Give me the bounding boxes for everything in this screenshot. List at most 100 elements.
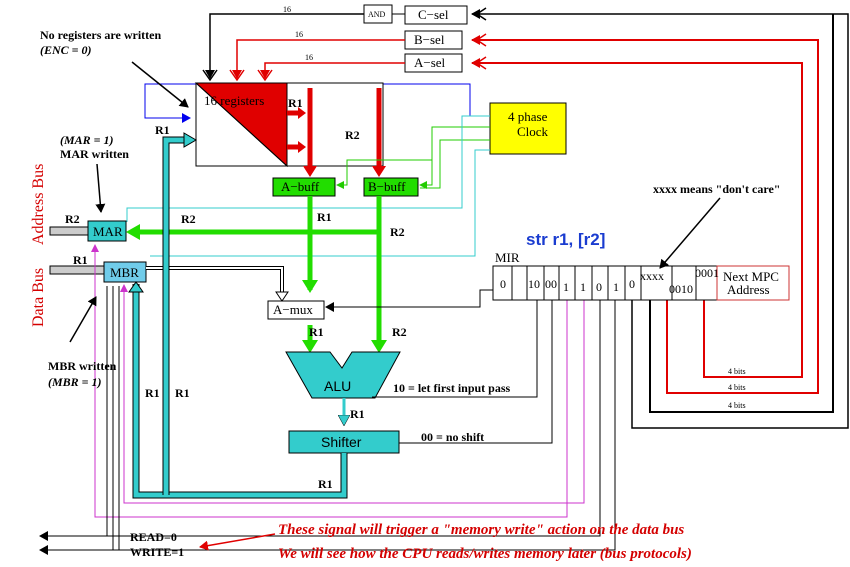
reg-out-r2-label: R2 bbox=[345, 128, 360, 142]
shift-note: 00 = no shift bbox=[421, 430, 484, 444]
bits-label-1: 4 bits bbox=[728, 367, 746, 376]
cbus-reg-r1-label: R1 bbox=[155, 123, 170, 137]
clock-label-line1: 4 phase bbox=[508, 109, 548, 124]
and-gate-label: AND bbox=[368, 10, 386, 19]
mir-label: MIR bbox=[495, 250, 520, 265]
address-label: Address bbox=[727, 282, 770, 297]
shifter-out-r1-label: R1 bbox=[318, 477, 333, 491]
memory-write-note: These signal will trigger a "memory writ… bbox=[278, 522, 684, 538]
mir-field-0: 0 bbox=[500, 277, 506, 291]
next-mpc-label: Next MPC bbox=[723, 269, 779, 284]
register-file: 16 registers bbox=[194, 82, 384, 168]
cbus-to-registers-arrow bbox=[183, 132, 197, 148]
read-write-lines bbox=[39, 275, 616, 555]
cbus-to-mbr-arrow bbox=[128, 281, 144, 293]
amux-out-r1-label: R1 bbox=[309, 325, 324, 339]
a-sel-label: A−sel bbox=[414, 55, 446, 70]
data-bus-label: Data Bus bbox=[30, 268, 47, 327]
mir-field-7: 1 bbox=[613, 280, 619, 294]
a-mux-label: A−mux bbox=[273, 302, 313, 317]
b-buff bbox=[363, 177, 419, 197]
clock-lines-buffers bbox=[336, 126, 490, 189]
a-buff-label: A−buff bbox=[281, 179, 320, 194]
bus-protocol-note: We will see how the CPU reads/writes mem… bbox=[278, 546, 692, 562]
mbr-written-label: MBR written bbox=[48, 359, 117, 373]
alu-label: ALU bbox=[324, 378, 351, 394]
mir-field-6: 0 bbox=[596, 280, 602, 294]
amux-control-line bbox=[325, 289, 500, 312]
mbr-one-label: (MBR = 1) bbox=[48, 375, 102, 389]
cbus-left-r1-label: R1 bbox=[145, 386, 160, 400]
shifter-label: Shifter bbox=[321, 434, 362, 450]
arrow-amux-alu bbox=[302, 340, 318, 353]
mir-field-2: 10 bbox=[528, 277, 540, 291]
alu-out-r1-label: R1 bbox=[350, 407, 365, 421]
mir-field-11: 0010 bbox=[669, 282, 693, 296]
clock-label-line2: Clock bbox=[517, 124, 549, 139]
mar-label: MAR bbox=[93, 224, 123, 239]
c-bus bbox=[132, 136, 348, 499]
mbr-label: MBR bbox=[110, 265, 139, 280]
read-label: READ=0 bbox=[130, 530, 177, 544]
mbr-written-arrow bbox=[69, 296, 97, 343]
mir-field-12: 0001 bbox=[695, 266, 719, 280]
arrow-to-mar bbox=[126, 224, 140, 240]
mbr-bus-r1-label: R1 bbox=[73, 253, 88, 267]
c-sel-box bbox=[404, 5, 468, 25]
b-sel-label: B−sel bbox=[414, 32, 445, 47]
arrow-abuff-amux bbox=[302, 280, 318, 293]
magenta-lines bbox=[91, 244, 585, 518]
mar-in-r2-label: R2 bbox=[181, 212, 196, 226]
alu bbox=[285, 351, 401, 399]
sel-boxes: AND C−sel B−sel A−sel bbox=[363, 4, 468, 73]
arrow-bbuff-alu bbox=[371, 340, 387, 353]
no-registers-arrow bbox=[131, 61, 189, 108]
abuff-out-r1-label: R1 bbox=[317, 210, 332, 224]
address-bus-label: Address Bus bbox=[30, 164, 47, 245]
shifter-control-line bbox=[399, 275, 553, 444]
alu-control-line bbox=[372, 275, 538, 398]
mir-field-10: xxxx bbox=[640, 269, 664, 283]
a-buff bbox=[272, 177, 336, 197]
bits-label-2: 4 bits bbox=[728, 383, 746, 392]
instruction-label: str r1, [r2] bbox=[526, 230, 605, 249]
mar-written-arrow bbox=[95, 163, 106, 213]
mir-field-3: 00 bbox=[545, 277, 557, 291]
mir-field-8: 0 bbox=[629, 277, 635, 291]
register-outputs bbox=[287, 88, 386, 177]
a-mux bbox=[267, 300, 325, 320]
clock-box bbox=[489, 102, 567, 155]
width-label-b: 16 bbox=[295, 30, 303, 39]
b-buff-label: B−buff bbox=[368, 179, 406, 194]
alu-in-r2-label: R2 bbox=[392, 325, 407, 339]
dont-care-arrow bbox=[659, 197, 721, 269]
address-bus-stub bbox=[49, 226, 91, 236]
write-label: WRITE=1 bbox=[130, 545, 184, 559]
mir-register bbox=[492, 265, 790, 301]
mar-bus-r2-label: R2 bbox=[65, 212, 80, 226]
mar-one-label: (MAR = 1) bbox=[60, 133, 114, 147]
mir-field-5: 1 bbox=[580, 280, 586, 294]
registers-label: 16 registers bbox=[204, 93, 264, 108]
c-sel-label: C−sel bbox=[418, 7, 449, 22]
enc-zero-label: (ENC = 0) bbox=[40, 43, 92, 57]
bbuff-out-r2-label: R2 bbox=[390, 225, 405, 239]
width-label-c: 16 bbox=[283, 5, 291, 14]
bits-label-3: 4 bits bbox=[728, 401, 746, 410]
width-label-a: 16 bbox=[305, 53, 313, 62]
dont-care-note: xxxx means "don't care" bbox=[653, 182, 780, 196]
mar-written-label: MAR written bbox=[60, 147, 129, 161]
reg-out-r1-label: R1 bbox=[288, 96, 303, 110]
alu-note: 10 = let first input pass bbox=[393, 381, 511, 395]
mbr-to-amux bbox=[146, 267, 283, 298]
sel-to-registers bbox=[202, 13, 405, 82]
no-registers-written-label: No registers are written bbox=[40, 28, 162, 42]
mir-field-4: 1 bbox=[563, 280, 569, 294]
data-bus-stub bbox=[49, 265, 107, 275]
cbus-right-r1-label: R1 bbox=[175, 386, 190, 400]
mar-register bbox=[87, 220, 127, 242]
control-lines bbox=[471, 7, 849, 429]
next-mpc-field bbox=[716, 265, 790, 301]
